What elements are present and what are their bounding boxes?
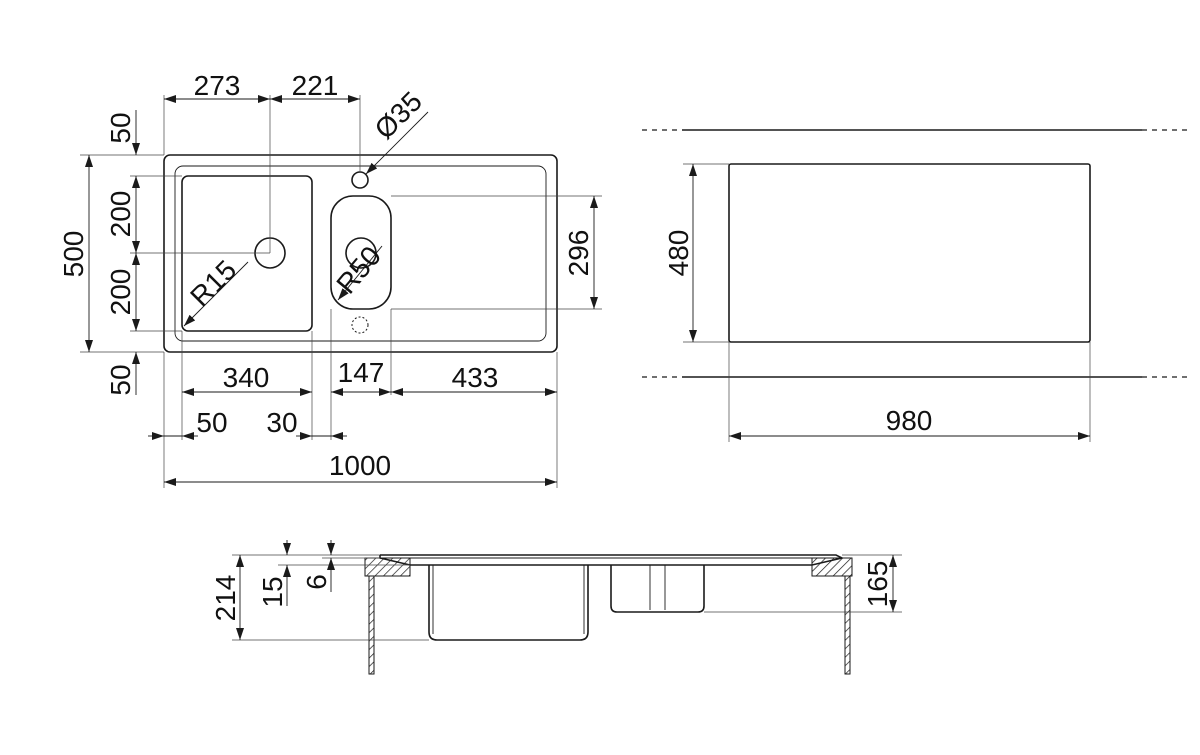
small-bowl [330,195,392,310]
dim-small-bowl-depth: 165 [862,561,893,608]
dim-overall-depth: 500 [58,231,89,278]
small-bowl-profile [610,565,705,613]
dim-overall-height: 214 [210,575,241,622]
dim-221: 221 [292,70,339,101]
optional-hole [351,316,369,334]
cutout-view: 480 980 [642,129,1190,442]
dim-bowl-height-lower: 200 [105,269,136,316]
dim-gap: 30 [266,407,297,438]
dim-cutout-depth: 480 [663,230,694,277]
dim-radius-small: R50 [330,240,387,299]
cabinet-wall-right [844,575,851,675]
cutout-outline [728,163,1091,343]
top-view: 273 221 Ø35 50 200 200 50 500 R15 R50 29… [58,70,602,488]
dim-cutout-width: 980 [886,405,933,436]
dim-273: 273 [194,70,241,101]
dim-main-bowl-width: 340 [223,362,270,393]
dim-small-bowl-height: 296 [563,230,594,277]
dim-left-margin: 50 [196,407,227,438]
main-bowl-profile [428,565,589,641]
main-bowl [181,175,313,332]
dim-overall-width: 1000 [329,450,391,481]
dim-lip-thickness: 6 [301,574,332,590]
section-view: 214 15 6 165 [210,540,902,675]
tap-hole [351,171,369,189]
sink-inner-rim [174,165,547,342]
dim-small-bowl-width: 147 [338,357,385,388]
dim-top-margin: 50 [105,112,136,143]
sink-outline [163,154,558,353]
dim-radius-main: R15 [184,254,242,312]
dim-bottom-margin: 50 [105,364,136,395]
dim-tap-hole: Ø35 [369,86,428,145]
sink-rim-profile [379,554,845,566]
dim-drainer-width: 433 [452,362,499,393]
worktop-left [364,557,411,577]
dim-bowl-height-upper: 200 [105,191,136,238]
dim-rim-thickness: 15 [257,576,288,607]
cabinet-wall-left [368,575,375,675]
